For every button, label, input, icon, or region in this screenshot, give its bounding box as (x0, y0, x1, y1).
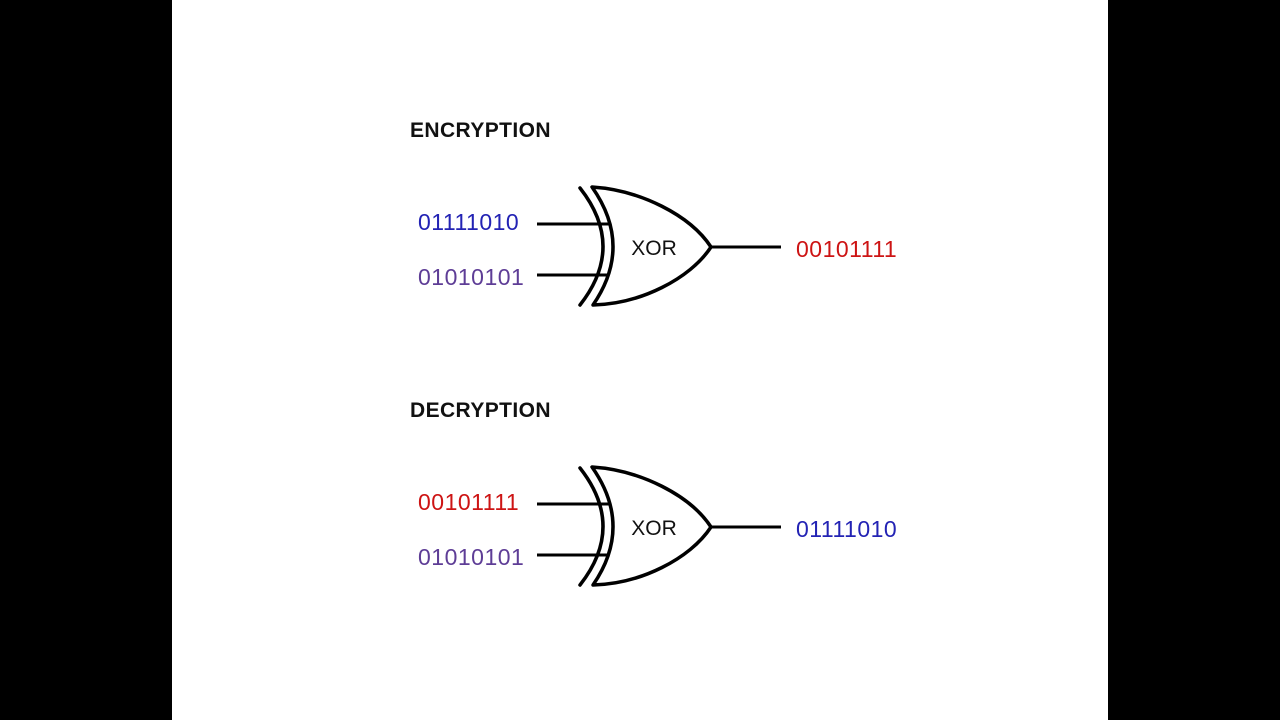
encryption-ciphertext-output: 00101111 (796, 236, 898, 262)
decryption-xor-gate: XOR (537, 465, 781, 587)
decryption-key-input: 01010101 (418, 544, 525, 570)
xor-gate-body (590, 465, 713, 587)
encryption-plaintext-input: 01111010 (418, 209, 520, 235)
decryption-section: DECRYPTION 00101111 01010101 XOR 0111101… (0, 390, 1280, 630)
encryption-gate-label: XOR (631, 237, 677, 260)
decryption-plaintext-output: 01111010 (796, 516, 898, 542)
decryption-gate-label: XOR (631, 517, 677, 540)
encryption-xor-gate: XOR (537, 185, 781, 307)
xor-input-arc (578, 466, 605, 587)
encryption-key-input: 01010101 (418, 264, 525, 290)
xor-gate-body (590, 185, 713, 307)
decryption-ciphertext-input: 00101111 (418, 489, 520, 515)
letterbox-right-bar (1108, 0, 1280, 720)
encryption-section: ENCRYPTION 01111010 01010101 XOR 0010111… (0, 110, 1280, 350)
encryption-title: ENCRYPTION (410, 119, 551, 142)
decryption-title: DECRYPTION (410, 399, 551, 422)
letterbox-left-bar (0, 0, 172, 720)
xor-input-arc (578, 186, 605, 307)
